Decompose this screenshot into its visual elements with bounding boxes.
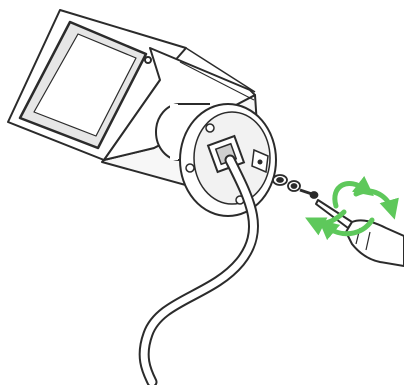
- lock-washer: [272, 174, 288, 186]
- rotate-arrow-icon: [305, 175, 399, 241]
- nut: [287, 180, 301, 192]
- housing-screw-hole: [144, 56, 152, 64]
- screw: [299, 188, 319, 199]
- screwdriver-handle: [345, 219, 404, 267]
- housing-edge: [179, 61, 255, 101]
- lens-inner: [33, 33, 137, 137]
- cable: [138, 154, 260, 385]
- housing-edge: [185, 47, 256, 93]
